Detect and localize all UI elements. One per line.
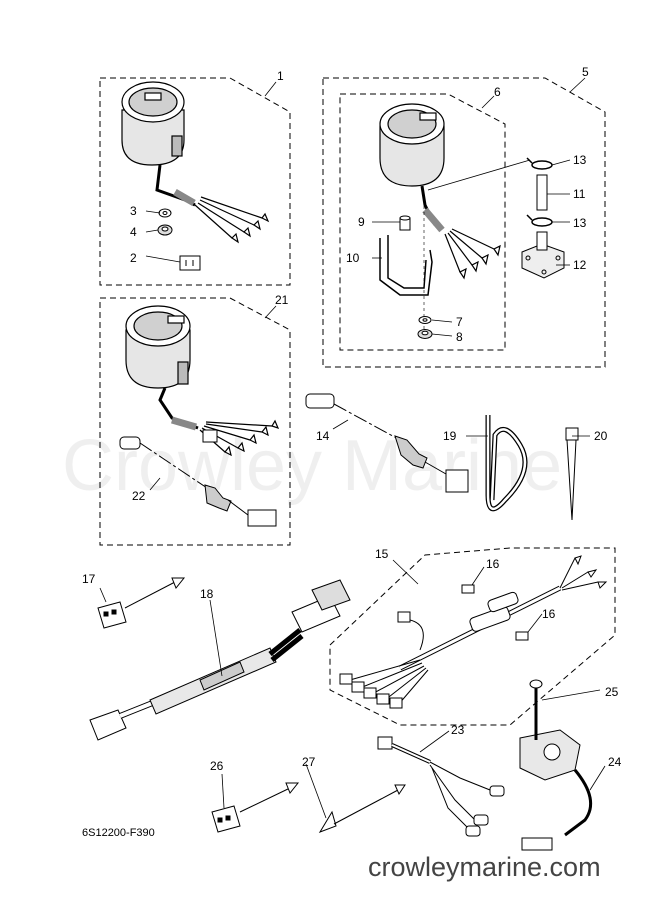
terminal-16-lower xyxy=(515,631,529,641)
gauge-21 xyxy=(125,305,280,457)
harness-18 xyxy=(89,579,351,741)
callout-18: 18 xyxy=(200,587,214,601)
sensor-12 xyxy=(521,231,565,279)
callout-13-lower: 13 xyxy=(573,216,587,230)
callout-12: 12 xyxy=(573,258,587,272)
harness-14 xyxy=(305,393,469,493)
bracket-10 xyxy=(379,235,433,296)
washer-7 xyxy=(418,316,432,324)
harness-22 xyxy=(119,436,277,527)
plug-17 xyxy=(97,577,186,629)
callout-27: 27 xyxy=(302,755,316,769)
callout-10: 10 xyxy=(346,251,360,265)
sender-24 xyxy=(519,729,593,851)
bolt-25 xyxy=(529,679,543,740)
callout-26: 26 xyxy=(210,759,224,773)
pin-27 xyxy=(318,784,406,833)
washer-3 xyxy=(158,208,172,218)
connector-small-21 xyxy=(202,429,218,443)
tube-11 xyxy=(536,174,548,211)
callout-16-upper: 16 xyxy=(486,557,500,571)
figure-code: 6S12200-F390 xyxy=(82,827,155,839)
group-box-6 xyxy=(339,93,506,351)
callout-8: 8 xyxy=(456,330,463,344)
callout-6: 6 xyxy=(494,85,501,99)
callout-22: 22 xyxy=(132,489,146,503)
nut-4 xyxy=(157,224,173,236)
group-box-21 xyxy=(99,297,291,546)
callout-5: 5 xyxy=(582,65,589,79)
group-box-5 xyxy=(322,77,606,368)
callout-7: 7 xyxy=(456,315,463,329)
clamp-13-lower xyxy=(526,214,553,227)
connector-2 xyxy=(179,255,201,271)
callout-14: 14 xyxy=(316,429,330,443)
cap-9 xyxy=(399,215,411,231)
callout-3: 3 xyxy=(130,204,137,218)
callout-19: 19 xyxy=(443,429,457,443)
callout-1: 1 xyxy=(277,69,284,83)
callout-16-lower: 16 xyxy=(542,607,556,621)
clamp-13-upper xyxy=(526,157,553,170)
plug-26 xyxy=(211,782,300,833)
callout-24: 24 xyxy=(608,755,622,769)
callout-17: 17 xyxy=(82,572,96,586)
callout-2: 2 xyxy=(130,251,137,265)
callout-11: 11 xyxy=(573,187,586,201)
callout-15: 15 xyxy=(375,547,389,561)
cable-tie-20 xyxy=(565,427,579,521)
callout-20: 20 xyxy=(594,429,608,443)
group-box-1 xyxy=(99,77,291,286)
callout-25: 25 xyxy=(605,685,619,699)
gauge-1 xyxy=(121,81,270,244)
gauge-6 xyxy=(379,103,531,330)
callout-9: 9 xyxy=(358,215,365,229)
nut-8 xyxy=(417,329,433,339)
callout-23: 23 xyxy=(451,723,465,737)
callout-13-upper: 13 xyxy=(573,153,587,167)
harness-23 xyxy=(377,736,505,837)
site-label[interactable]: crowleymarine.com xyxy=(368,852,601,882)
watermark-text: Crowley Marine xyxy=(62,426,562,506)
callout-4: 4 xyxy=(130,225,137,239)
callout-21: 21 xyxy=(275,293,289,307)
leader-lines xyxy=(99,77,606,819)
harness-15 xyxy=(339,555,608,709)
terminal-16-upper xyxy=(461,584,475,594)
